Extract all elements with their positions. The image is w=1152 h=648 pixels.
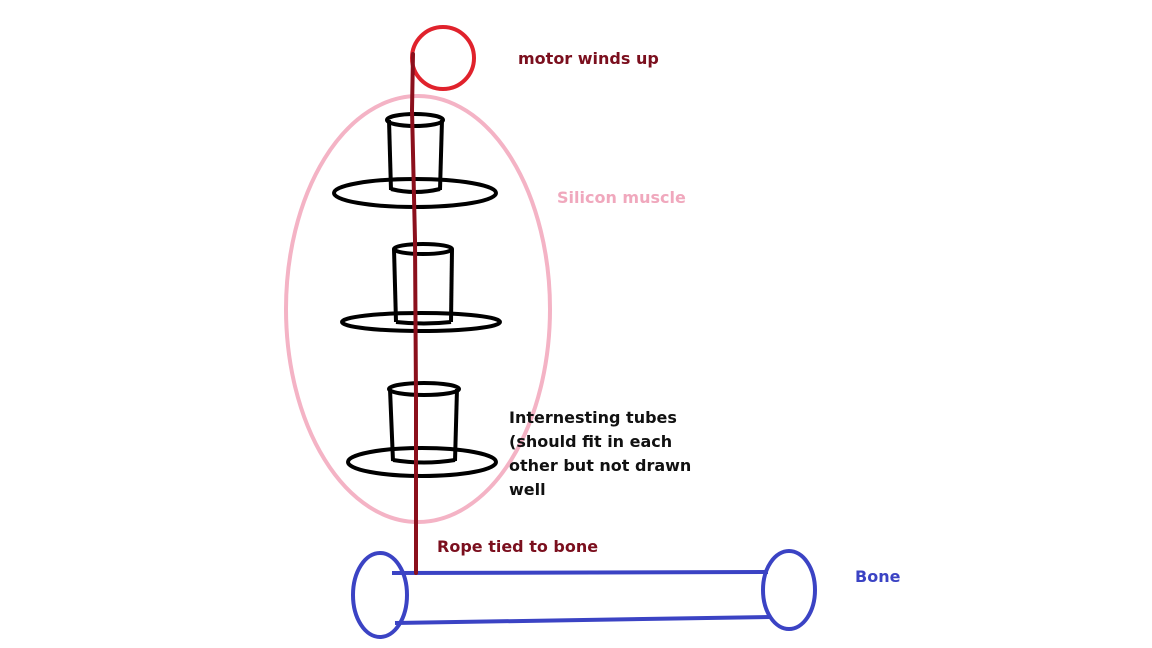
tube-1-right-wall xyxy=(438,119,444,191)
rope-label: Rope tied to bone xyxy=(437,537,599,556)
tube-3-right-wall xyxy=(453,388,459,462)
tube-3-bottom xyxy=(392,458,456,465)
tube-2-left-wall xyxy=(392,248,398,323)
bone-shape xyxy=(351,549,817,639)
bone-bottom-edge xyxy=(394,615,771,625)
motor-shape xyxy=(410,25,476,91)
bone-label: Bone xyxy=(855,567,901,586)
bone-top-edge xyxy=(391,570,769,575)
tube-2-bottom xyxy=(395,320,452,326)
silicon-muscle-shape xyxy=(284,94,552,524)
silicon-muscle-label: Silicon muscle xyxy=(557,188,686,207)
tube-3-top xyxy=(387,381,461,397)
tube-3 xyxy=(346,381,498,478)
tube-3-flange xyxy=(346,446,498,478)
tube-3-left-wall xyxy=(388,388,395,462)
tube-2-flange xyxy=(340,311,502,333)
tube-2 xyxy=(340,242,502,333)
internesting-tubes-label: Internesting tubes (should fit in each o… xyxy=(509,408,692,499)
tube-1-top xyxy=(385,112,445,128)
tube-2-top xyxy=(392,242,454,256)
motor-label: motor winds up xyxy=(518,49,659,68)
tube-1-left-wall xyxy=(387,119,393,191)
bone-left-end xyxy=(351,551,409,639)
rope-shape xyxy=(409,52,418,575)
tube-2-right-wall xyxy=(449,248,454,323)
bone-right-end xyxy=(761,549,817,631)
